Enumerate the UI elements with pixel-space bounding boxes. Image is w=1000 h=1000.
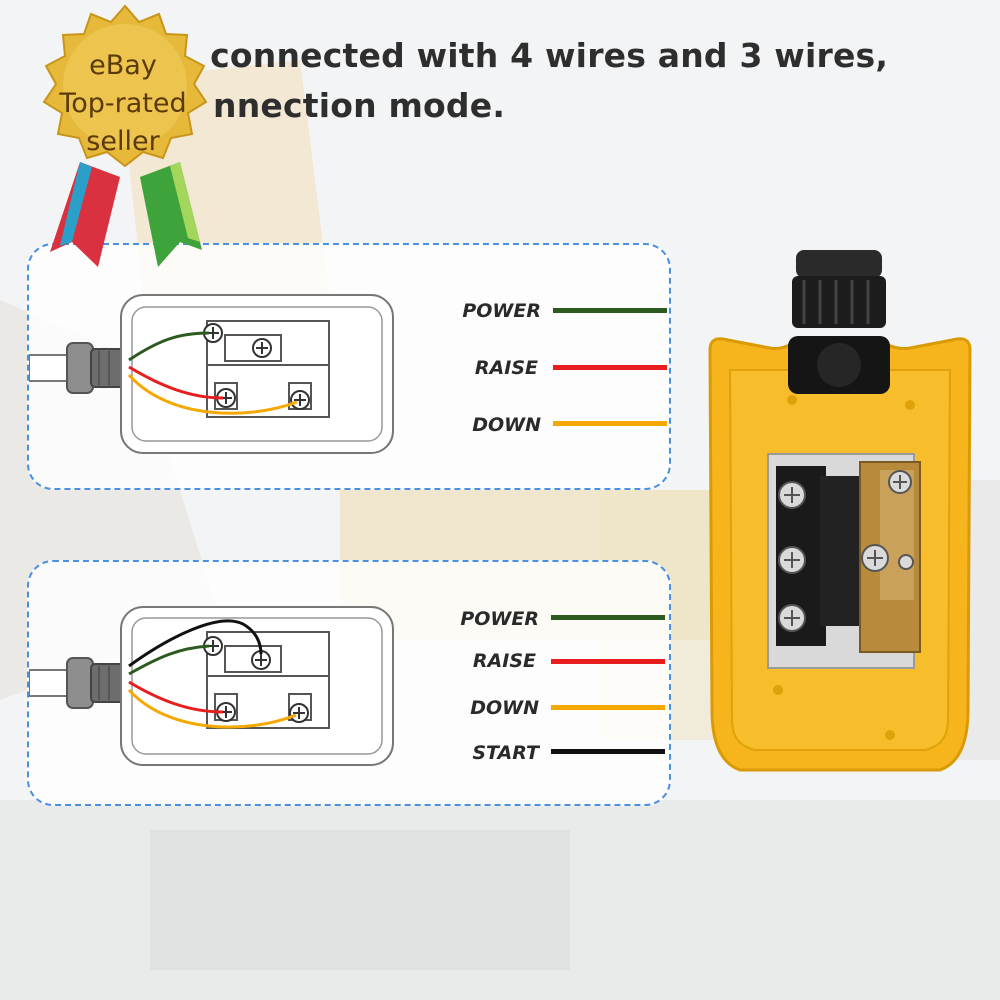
- three-wire-wiring-diagram: [29, 294, 394, 454]
- badge-text-seller: seller: [86, 126, 160, 157]
- legend-line-raise-4wire: [551, 659, 665, 664]
- badge-text-top-rated: Top-rated: [59, 88, 187, 119]
- legend-label-raise: RAISE: [474, 357, 538, 379]
- legend-line-raise: [553, 365, 667, 370]
- headline-line-2: nnection mode.: [213, 86, 506, 125]
- legend-line-power-4wire: [551, 615, 665, 620]
- legend-line-down-4wire: [551, 705, 665, 710]
- four-wire-wiring-diagram: [29, 606, 394, 766]
- legend-label-down: DOWN: [472, 414, 541, 436]
- headline-line-1: It connected with 4 wires and 3 wires,: [210, 36, 889, 75]
- legend-line-down: [553, 421, 667, 426]
- pendant-switch-housing-image: [708, 250, 972, 772]
- legend-label-down-4wire: DOWN: [470, 697, 539, 719]
- legend-label-power-4wire: POWER: [460, 608, 539, 630]
- legend-label-start-4wire: START: [472, 742, 539, 764]
- legend-line-power: [553, 308, 667, 313]
- legend-line-start-4wire: [551, 749, 665, 754]
- legend-label-power: POWER: [462, 300, 541, 322]
- top-rated-seller-badge: [42, 4, 208, 267]
- four-wire-diagram-panel: [27, 560, 671, 806]
- badge-text-ebay: eBay: [89, 50, 157, 81]
- legend-label-raise-4wire: RAISE: [472, 650, 536, 672]
